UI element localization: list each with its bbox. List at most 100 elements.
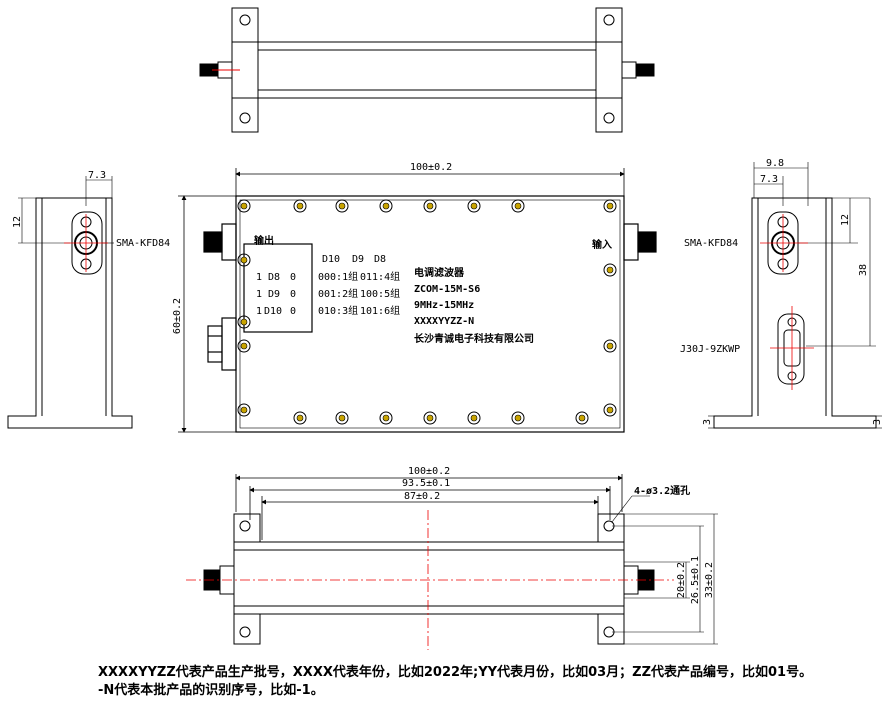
dip-header-d8: D8 <box>374 254 386 265</box>
dim-26-5: 26.5±0.1 <box>690 556 701 604</box>
screw-head-icon <box>296 202 304 210</box>
screw-head-icon <box>382 414 390 422</box>
screw-head-icon <box>338 414 346 422</box>
top-view <box>199 7 655 133</box>
connector-label-j30j: J30J-9ZKWP <box>680 344 740 355</box>
dip-row-val: 0 <box>290 306 296 317</box>
dim-12: 12 <box>12 216 23 228</box>
bottom-view: 100±0.2 93.5±0.1 87±0.2 <box>186 466 718 650</box>
dip-row-name: D8 <box>268 272 280 283</box>
screw-head-icon <box>514 202 522 210</box>
label-input: 输入 <box>592 238 612 251</box>
screw-icon <box>237 403 251 417</box>
code-cell: 010:3组 <box>318 304 358 317</box>
label-output: 输出 <box>254 234 274 247</box>
product-label: 电调滤波器 ZCOM-15M-S6 9MHz-15MHz XXXXYYZZ-N … <box>414 266 534 345</box>
dim-33: 33±0.2 <box>704 562 715 598</box>
dim-12-right: 12 <box>840 214 851 226</box>
screw-icon <box>467 199 481 213</box>
connector-label-sma-right: SMA-KFD84 <box>684 238 738 249</box>
dip-row-num: 1 <box>256 289 262 300</box>
right-view: 9.8 7.3 12 38 3 3 SMA-KFD84 J30J-9ZKWP <box>680 158 883 429</box>
screw-head-icon <box>338 202 346 210</box>
screw-icon <box>379 411 393 425</box>
dim-100-bottom: 100±0.2 <box>408 466 450 477</box>
screw-icon <box>237 315 251 329</box>
dim-38: 38 <box>858 264 869 276</box>
screw-head-icon <box>426 414 434 422</box>
screw-head-icon <box>606 342 614 350</box>
dip-row-num: 1 <box>256 306 262 317</box>
code-cell: 011:4组 <box>360 270 400 283</box>
screw-head-icon <box>426 202 434 210</box>
note-line-2: -N代表本批产品的识别序号，比如-1。 <box>98 683 324 698</box>
screw-icon <box>603 339 617 353</box>
dim-3-left: 3 <box>702 419 713 425</box>
dim-7-3: 7.3 <box>88 170 106 181</box>
code-cell: 100:5组 <box>360 287 400 300</box>
screw-icon <box>237 199 251 213</box>
screw-icon <box>423 199 437 213</box>
screw-icon <box>335 199 349 213</box>
dip-row-num: 1 <box>256 272 262 283</box>
screw-icon <box>511 199 525 213</box>
dim-9-8: 9.8 <box>766 158 784 169</box>
code-cell: 001:2组 <box>318 287 358 300</box>
dip-row-val: 0 <box>290 289 296 300</box>
screw-head-icon <box>606 406 614 414</box>
screw-head-icon <box>240 406 248 414</box>
dim-20: 20±0.2 <box>676 562 687 598</box>
screw-head-icon <box>240 256 248 264</box>
code-cell: 101:6组 <box>360 304 400 317</box>
screw-icon <box>237 253 251 267</box>
screw-head-icon <box>606 266 614 274</box>
dip-header-d9: D9 <box>352 254 364 265</box>
dim-height-60: 60±0.2 <box>172 298 183 334</box>
screw-head-icon <box>470 414 478 422</box>
screw-icon <box>293 411 307 425</box>
screw-icon <box>423 411 437 425</box>
product-line: 电调滤波器 <box>414 266 465 279</box>
dip-row-val: 0 <box>290 272 296 283</box>
dip-row-name: D10 <box>264 306 282 317</box>
code-cell: 000:1组 <box>318 270 358 283</box>
connector-label-sma: SMA-KFD84 <box>116 238 170 249</box>
holes-label: 4-ø3.2通孔 <box>634 484 690 497</box>
product-line: 9MHz-15MHz <box>414 300 474 311</box>
screw-head-icon <box>514 414 522 422</box>
screw-head-icon <box>240 202 248 210</box>
note-line-1: XXXXYYZZ代表产品生产批号，XXXX代表年份，比如2022年;YY代表月份… <box>98 665 813 680</box>
dim-87: 87±0.2 <box>404 491 440 502</box>
dim-7-3-right: 7.3 <box>760 174 778 185</box>
dim-3-right: 3 <box>872 419 883 425</box>
screw-icon <box>379 199 393 213</box>
left-view: 7.3 12 SMA-KFD84 <box>7 170 170 429</box>
screw-head-icon <box>470 202 478 210</box>
screw-head-icon <box>240 318 248 326</box>
product-line: 长沙青诚电子科技有限公司 <box>414 332 534 345</box>
screw-icon <box>335 411 349 425</box>
screw-icon <box>237 339 251 353</box>
screw-head-icon <box>382 202 390 210</box>
screw-icon <box>603 263 617 277</box>
screw-head-icon <box>578 414 586 422</box>
dim-93-5: 93.5±0.1 <box>402 478 450 489</box>
code-table: 000:1组 011:4组 001:2组 100:5组 010:3组 101:6… <box>318 270 400 317</box>
front-view: 100±0.2 60±0.2 输出 输入 D10 D9 <box>172 162 657 433</box>
product-line: ZCOM-15M-S6 <box>414 284 480 295</box>
screw-head-icon <box>606 202 614 210</box>
screw-icon <box>511 411 525 425</box>
screw-head-icon <box>296 414 304 422</box>
screw-icon <box>467 411 481 425</box>
screw-icon <box>603 403 617 417</box>
dip-header: D10 D9 D8 <box>322 254 386 265</box>
dip-rows: 1 D8 0 1 D9 0 1 D10 0 <box>256 272 296 317</box>
screw-head-icon <box>240 342 248 350</box>
front-screws <box>237 199 617 425</box>
dip-row-name: D9 <box>268 289 280 300</box>
screw-icon <box>293 199 307 213</box>
screw-icon <box>575 411 589 425</box>
dim-width-100: 100±0.2 <box>410 162 452 173</box>
product-line: XXXXYYZZ-N <box>414 316 474 327</box>
